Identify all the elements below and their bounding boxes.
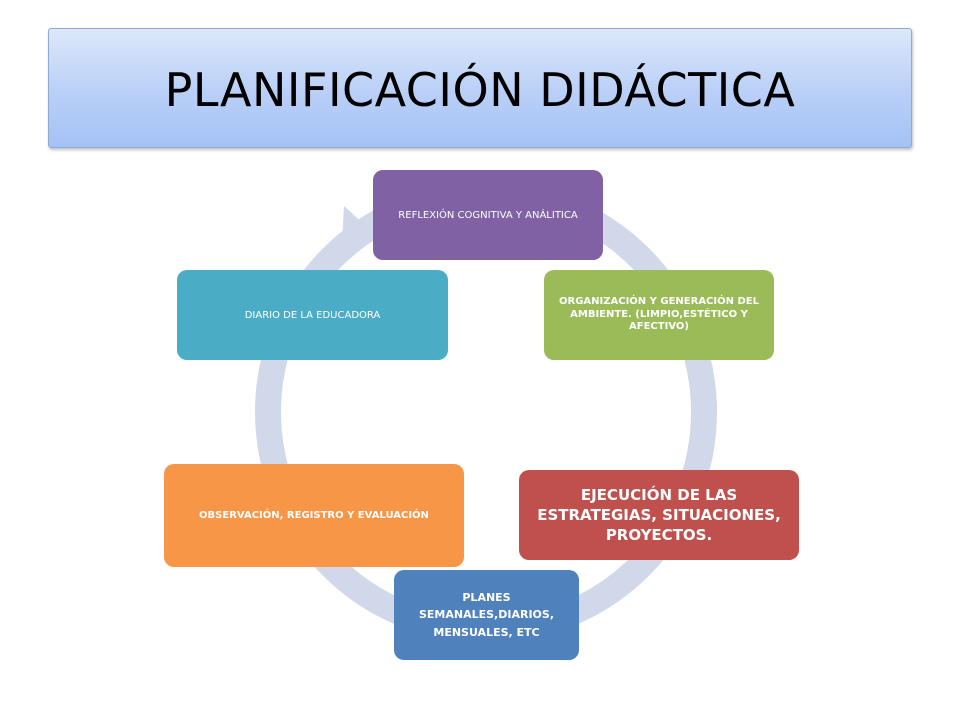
node-diario-label: DIARIO DE LA EDUCADORA — [244, 309, 381, 321]
node-reflexion-label: REFLEXIÓN COGNITIVA Y ANÁLITICA — [398, 209, 578, 221]
node-organizacion: ORGANIZACIÓN Y GENERACIÓN DEL AMBIENTE. … — [544, 270, 774, 360]
node-organizacion-label: ORGANIZACIÓN Y GENERACIÓN DEL AMBIENTE. … — [559, 296, 759, 333]
cycle-arrowhead — [341, 206, 368, 260]
node-ejecucion-label: EJECUCIÓN DE LAS ESTRATEGIAS, SITUACIONE… — [537, 485, 781, 545]
node-ejecucion: EJECUCIÓN DE LAS ESTRATEGIAS, SITUACIONE… — [519, 470, 799, 560]
node-diario: DIARIO DE LA EDUCADORA — [177, 270, 448, 360]
title-box: PLANIFICACIÓN DIDÁCTICA — [48, 28, 912, 148]
node-observacion-label: OBSERVACIÓN, REGISTRO Y EVALUACIÓN — [199, 510, 429, 521]
node-reflexion: REFLEXIÓN COGNITIVA Y ANÁLITICA — [373, 170, 603, 260]
node-planes-label: PLANES SEMANALES,DIARIOS, MENSUALES, ETC — [419, 591, 554, 639]
page-title: PLANIFICACIÓN DIDÁCTICA — [164, 63, 796, 117]
node-planes: PLANES SEMANALES,DIARIOS, MENSUALES, ETC — [394, 570, 579, 660]
node-observacion: OBSERVACIÓN, REGISTRO Y EVALUACIÓN — [164, 464, 464, 567]
